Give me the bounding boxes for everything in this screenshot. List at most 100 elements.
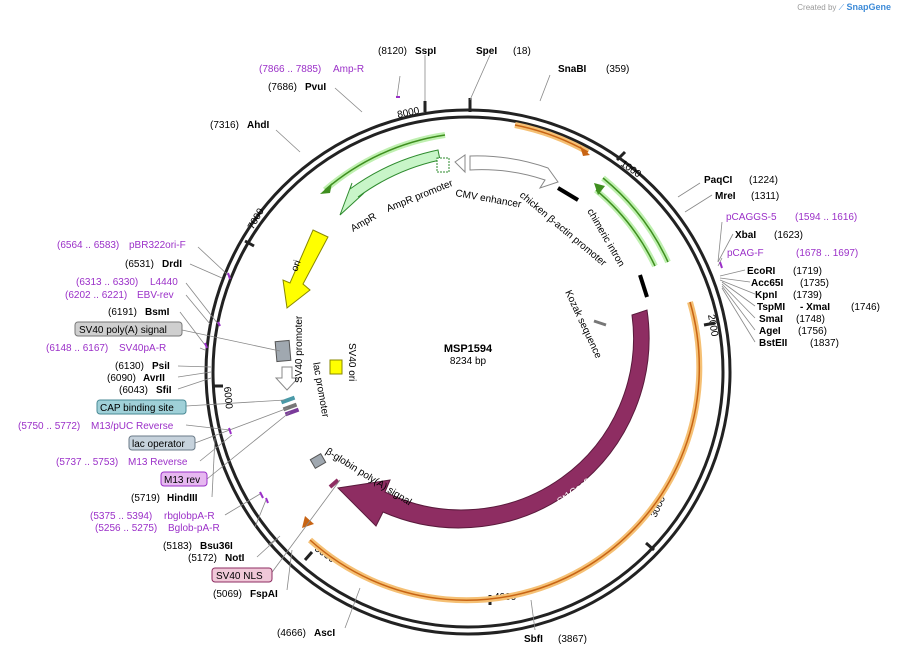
- ahdi-name[interactable]: AhdI: [247, 120, 269, 131]
- agei-name[interactable]: AgeI: [759, 326, 781, 337]
- m13-rev-text: M13 rev: [164, 475, 200, 486]
- psii-name[interactable]: PsiI: [152, 361, 170, 372]
- tick-8000: 8000: [396, 105, 420, 120]
- hindiii-pos: (5719): [131, 493, 160, 504]
- cap-binding-box[interactable]: [96, 399, 187, 415]
- sspi-pos: (8120): [378, 46, 407, 57]
- green-arc-inner-line: [595, 189, 656, 267]
- pbr322ori-name[interactable]: pBR322ori-F: [129, 240, 186, 251]
- sv40-polya-box[interactable]: [74, 321, 183, 337]
- kpni-name[interactable]: KpnI: [755, 290, 777, 301]
- plasmid-name: MSP1594: [444, 343, 493, 355]
- sbfi-pos: (3867): [558, 634, 587, 645]
- ampr-promoter-mark: [436, 157, 450, 173]
- sfii-name[interactable]: SfiI: [156, 385, 172, 396]
- bsu36i-pos: (5183): [163, 541, 192, 552]
- cas9-orf-arrowhead: [302, 516, 314, 528]
- ampr-primer-range: (7866 .. 7885): [259, 64, 321, 75]
- tick-mark-3000: [645, 541, 655, 552]
- ecori-pos: (1719): [793, 266, 822, 277]
- cmv-enhancer-arrow[interactable]: [469, 155, 559, 189]
- smai-name[interactable]: SmaI: [759, 314, 783, 325]
- top-orange-arc: [514, 122, 590, 155]
- pcagf-name[interactable]: pCAG-F: [727, 248, 764, 259]
- lac-operator-text: lac operator: [132, 439, 185, 450]
- sv40-nls-box[interactable]: [211, 567, 273, 583]
- backbone-inner-ring: [211, 115, 725, 629]
- tick-mark-5000: [303, 551, 314, 561]
- rbglobpa-name[interactable]: rbglobpA-R: [164, 511, 215, 522]
- fspai-pos: (5069): [213, 589, 242, 600]
- ampr-feature[interactable]: [339, 149, 441, 216]
- ori-feature[interactable]: [282, 229, 329, 309]
- ampr-primer-name[interactable]: Amp-R: [333, 64, 364, 75]
- m13rev-name[interactable]: M13 Reverse: [128, 457, 188, 468]
- kozak-label: Kozak sequence: [562, 289, 603, 361]
- tick-2000: 2000: [705, 314, 720, 338]
- bsteii-name[interactable]: BstEII: [759, 338, 788, 349]
- tick-mark-7000: [244, 239, 255, 248]
- snabi-name[interactable]: SnaBI: [558, 64, 587, 75]
- green-arrowhead-right: [594, 183, 605, 195]
- backbone-outer-ring: [204, 108, 732, 636]
- l4440-name[interactable]: L4440: [150, 277, 178, 288]
- drdi-name[interactable]: DrdI: [162, 259, 182, 270]
- xmai-name[interactable]: - XmaI: [800, 302, 830, 313]
- st1cas9-feature[interactable]: [336, 309, 650, 529]
- lac-operator-box[interactable]: [128, 435, 196, 451]
- sbfi-name[interactable]: SbfI: [524, 634, 543, 645]
- bglobpa-name[interactable]: Bglob-pA-R: [168, 523, 220, 534]
- sv40-ori-label: SV40 ori: [346, 343, 357, 381]
- ebvrev-range: (6202 .. 6221): [65, 290, 127, 301]
- l4440-range: (6313 .. 6330): [76, 277, 138, 288]
- rbglobpa-range: (5375 .. 5394): [90, 511, 152, 522]
- tick-mark-1000: [615, 150, 627, 162]
- cmv-enhancer-label: CMV enhancer: [454, 188, 522, 211]
- ecori-name[interactable]: EcoRI: [747, 266, 776, 277]
- m13puc-name[interactable]: M13/pUC Reverse: [91, 421, 174, 432]
- chimeric-intron-mark-top: [556, 186, 580, 202]
- beta-globin-feature[interactable]: [309, 452, 327, 470]
- pvui-name[interactable]: PvuI: [305, 82, 326, 93]
- ampr-promoter-label: AmpR promoter: [385, 178, 455, 215]
- snapgene-branding: Created by ⟋ SnapGene: [797, 2, 891, 13]
- ebvrev-name[interactable]: EBV-rev: [137, 290, 174, 301]
- noti-name[interactable]: NotI: [225, 553, 245, 564]
- asci-name[interactable]: AscI: [314, 628, 335, 639]
- sv40-polya-feature[interactable]: [274, 339, 292, 363]
- spei-pos: (18): [513, 46, 531, 57]
- psii-pos: (6130): [115, 361, 144, 372]
- xbai-name[interactable]: XbaI: [735, 230, 756, 241]
- mrei-name[interactable]: MreI: [715, 191, 736, 202]
- ampr-label: AmpR: [349, 211, 379, 234]
- pcaggs5-name[interactable]: pCAGGS-5: [726, 212, 777, 223]
- xbai-pos: (1623): [774, 230, 803, 241]
- sv40pa-r-name[interactable]: SV40pA-R: [119, 343, 166, 354]
- sspi-name[interactable]: SspI: [415, 46, 436, 57]
- drdi-pos: (6531): [125, 259, 154, 270]
- acc65i-name[interactable]: Acc65I: [751, 278, 783, 289]
- m13-rev-box[interactable]: [160, 471, 208, 487]
- fspai-name[interactable]: FspAI: [250, 589, 278, 600]
- bsu36i-name[interactable]: Bsu36I: [200, 541, 233, 552]
- ahdi-pos: (7316): [210, 120, 239, 131]
- beta-globin-inner-mark: [328, 478, 340, 489]
- ampr-outer-line: [324, 134, 446, 191]
- created-by-text: Created by: [797, 3, 837, 12]
- spei-name[interactable]: SpeI: [476, 46, 497, 57]
- tspmi-name[interactable]: TspMI: [757, 302, 785, 313]
- sv40-ori-feature[interactable]: [329, 359, 343, 375]
- noti-pos: (5172): [188, 553, 217, 564]
- asci-pos: (4666): [277, 628, 306, 639]
- hindiii-name[interactable]: HindIII: [167, 493, 198, 504]
- plasmid-length: 8234 bp: [450, 356, 487, 367]
- paqci-name[interactable]: PaqCI: [704, 175, 733, 186]
- primer-marks: [204, 96, 723, 504]
- bsmi-pos: (6191): [108, 307, 137, 318]
- bsmi-name[interactable]: BsmI: [145, 307, 170, 318]
- avrii-name[interactable]: AvrII: [143, 373, 165, 384]
- snabi-pos: (359): [606, 64, 629, 75]
- sv40-promoter-arrow[interactable]: [274, 366, 300, 391]
- bglobpa-range: (5256 .. 5275): [95, 523, 157, 534]
